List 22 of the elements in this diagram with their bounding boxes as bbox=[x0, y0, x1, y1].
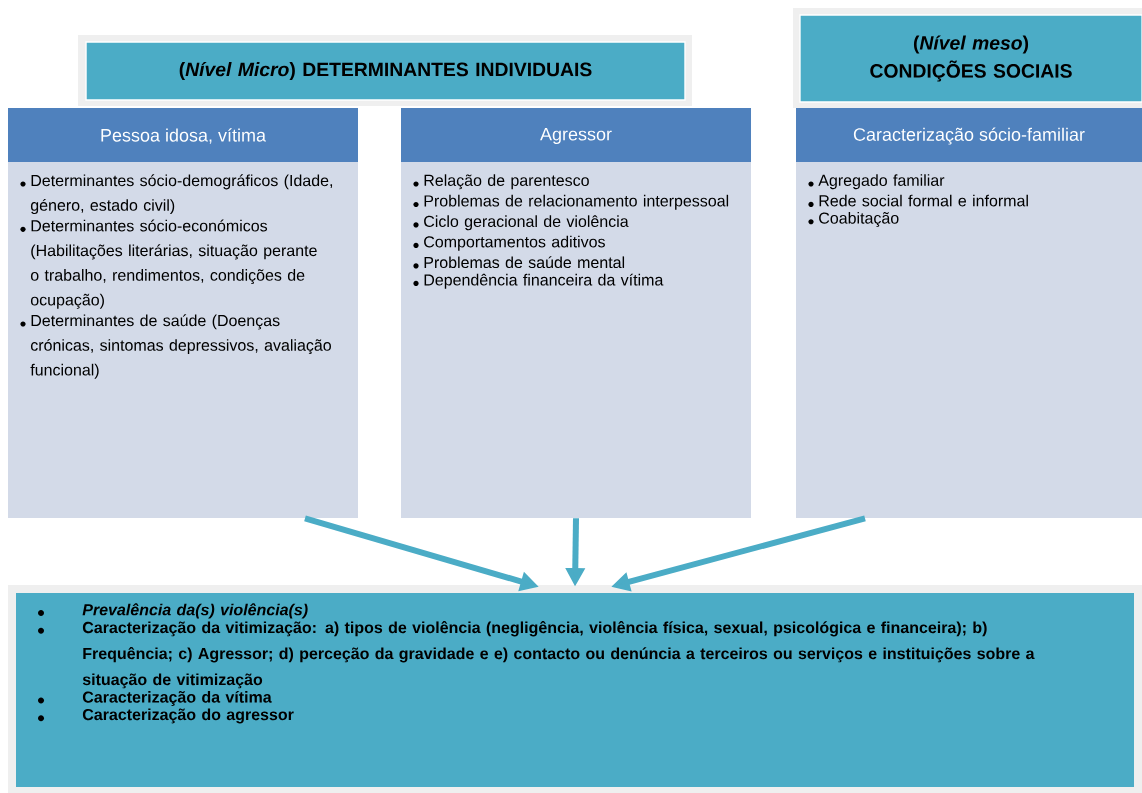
bullet-item: Problemas de relacionamento interpessoal bbox=[424, 194, 729, 210]
bullet-item: Coabitação bbox=[819, 212, 899, 227]
bullet-item: Prevalência da(s) violência(s) bbox=[82, 603, 308, 619]
bullet-item: Caracterização do agressor bbox=[82, 708, 294, 724]
bullet-item: Dependência financeira da vítima bbox=[424, 273, 664, 289]
result-box bbox=[8, 585, 1142, 793]
bullet-item: Problemas de saúde mental bbox=[424, 256, 625, 269]
bullet-item: Comportamentos aditivos bbox=[424, 235, 605, 251]
bullet-item: Caracterização da vítima bbox=[82, 690, 272, 706]
header-box: (Nível meso) CONDIÇÕES SOCIAIS bbox=[793, 8, 1142, 108]
bullet-item: Ciclo geracional de violência bbox=[424, 215, 629, 231]
column-heading: Caracterização sócio-familiar bbox=[853, 127, 1085, 145]
column-heading: Pessoa idosa, vítima bbox=[101, 128, 266, 144]
column-heading: Agressor bbox=[540, 127, 612, 145]
bullet-item: Determinantes de saúde (Doenças crónicas, sintomas depressivos, avaliação funcional) bbox=[30, 314, 331, 379]
bullet-item: Determinantes sócio-económicos (Habilitações literárias, situação perante o trabalho, rendimentos, condições de ocupação) bbox=[30, 219, 317, 309]
bullet-item: Relação de parentesco bbox=[424, 174, 589, 190]
bullet-item: Caracterização da vitimização: a) tipos de violência (negligência, violência física, sexual, psicológica e financeira); b) Frequência; c) Agressor; d) perceção da gravidade e e) contacto ou denúncia a terceiros ou serviços e instituições sobre a situação de vitimização bbox=[82, 621, 1035, 689]
bullet-item: Rede social formal e informal bbox=[819, 194, 1028, 207]
bullet-item: Determinantes sócio-demográficos (Idade, género, estado civil) bbox=[30, 174, 333, 215]
bullet-item: Agregado familiar bbox=[818, 174, 945, 190]
header-box: (Nível Micro) DETERMINANTES INDIVIDUAIS bbox=[78, 35, 692, 106]
